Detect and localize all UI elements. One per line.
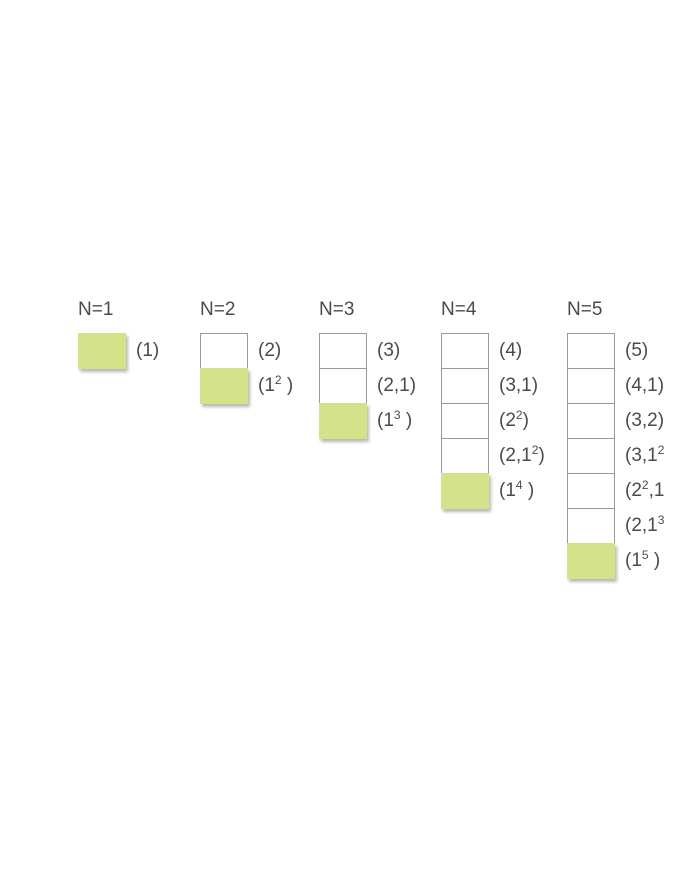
partition-exponent: 2 (274, 373, 282, 387)
partition-label-text: (1 (625, 550, 642, 571)
partition-label-text: (1) (136, 340, 160, 361)
empty-cell (567, 333, 615, 369)
partition-label: (4) (499, 333, 545, 368)
partition-label: (3) (377, 333, 416, 368)
partition-label: (12 ) (258, 368, 293, 403)
partition-labels: (1) (136, 333, 159, 368)
filled-cell (567, 543, 615, 579)
partition-exponent: 2 (515, 408, 523, 422)
cell-stack (319, 333, 367, 439)
partition-exponent: 4 (515, 478, 523, 492)
partition-label-text: (4) (499, 340, 523, 361)
partition-label-text: ) (522, 410, 529, 431)
partition-exponent: 2 (531, 443, 539, 457)
partition-exponent: 2 (657, 443, 665, 457)
partition-label-text: (2,1) (377, 375, 417, 396)
filled-cell (319, 403, 367, 439)
partition-label: (2) (258, 333, 293, 368)
partition-label: (3,2) (625, 403, 664, 438)
cell-stack (78, 333, 126, 369)
partition-label-text: (1 (377, 410, 394, 431)
partition-label-text: ) (648, 550, 661, 571)
partition-label: (2,12) (499, 438, 545, 473)
partition-label: (5) (625, 333, 664, 368)
empty-cell (441, 333, 489, 369)
partition-label: (2,1) (377, 368, 416, 403)
partition-label-text: ) (281, 375, 294, 396)
partition-label-text: ) (400, 410, 413, 431)
empty-cell (441, 368, 489, 404)
cell-stack (567, 333, 615, 579)
partition-labels: (5)(4,1)(3,2)(3,12(22,1(2,13(15 ) (625, 333, 664, 578)
partition-labels: (4)(3,1)(22)(2,12)(14 ) (499, 333, 545, 508)
empty-cell (567, 438, 615, 474)
partition-labels: (2) (12 ) (258, 333, 293, 403)
partition-label-text: (3) (377, 340, 401, 361)
empty-cell (319, 368, 367, 404)
partition-label-text: ) (522, 480, 535, 501)
partition-exponent: 3 (657, 513, 665, 527)
partition-label: (15 ) (625, 543, 664, 578)
partition-label-text: (4,1) (625, 375, 665, 396)
filled-cell (78, 333, 126, 369)
partition-label: (4,1) (625, 368, 664, 403)
partition-label-text: (2 (499, 410, 516, 431)
partition-label: (22,1 (625, 473, 664, 508)
partition-exponent: 3 (393, 408, 401, 422)
partition-label-text: (3,2) (625, 410, 665, 431)
column-title: N=2 (200, 299, 236, 320)
partition-exponent: 2 (641, 478, 649, 492)
cell-stack (441, 333, 489, 509)
empty-cell (200, 333, 248, 369)
column-title: N=1 (78, 299, 114, 320)
partition-label-text: (1 (258, 375, 275, 396)
partition-label-text: (5) (625, 340, 649, 361)
partition-label-text: (2,1 (625, 515, 658, 536)
cell-stack (200, 333, 248, 404)
partition-label-text: ,1 (648, 480, 665, 501)
filled-cell (441, 473, 489, 509)
partition-label: (22) (499, 403, 545, 438)
partition-label-text: (3,1 (625, 445, 658, 466)
partition-label: (13 ) (377, 403, 416, 438)
partition-exponent: 5 (641, 548, 649, 562)
partition-label: (3,1) (499, 368, 545, 403)
partition-labels: (3) (2,1) (13 ) (377, 333, 416, 438)
column-title: N=4 (441, 299, 477, 320)
empty-cell (567, 368, 615, 404)
empty-cell (319, 333, 367, 369)
partition-label: (1) (136, 333, 159, 368)
empty-cell (441, 403, 489, 439)
partition-label-text: (2) (258, 340, 282, 361)
filled-cell (200, 368, 248, 404)
empty-cell (567, 403, 615, 439)
partition-label-text: (2 (625, 480, 642, 501)
partition-label: (2,13 (625, 508, 664, 543)
partition-label: (14 ) (499, 473, 545, 508)
partition-label-text: (1 (499, 480, 516, 501)
partition-label-text: (3,1) (499, 375, 539, 396)
partition-label-text: ) (538, 445, 545, 466)
column-title: N=3 (319, 299, 355, 320)
empty-cell (567, 508, 615, 544)
column-title: N=5 (567, 299, 603, 320)
partition-label: (3,12 (625, 438, 664, 473)
empty-cell (567, 473, 615, 509)
empty-cell (441, 438, 489, 474)
partition-label-text: (2,1 (499, 445, 532, 466)
